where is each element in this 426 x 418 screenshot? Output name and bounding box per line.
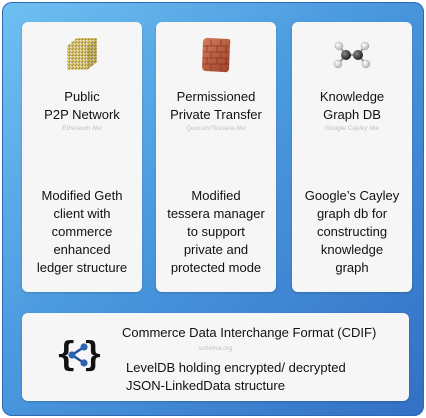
molecule-graph-icon: [292, 34, 412, 76]
card-description: Google’s Cayley graph db for constructin…: [304, 188, 400, 275]
cdif-description: LevelDB holding encrypted/ decrypted JSO…: [126, 360, 346, 393]
public-p2p-card: Public P2P Network Ethereum like Modifie…: [22, 22, 142, 292]
cdif-subtitle: schema.org: [198, 345, 233, 352]
card-subtitle: Ethereum like: [62, 125, 102, 132]
cdif-card: { } Commerce Data Interchange Format (CD…: [22, 313, 409, 401]
card-title: Public P2P Network: [44, 89, 120, 122]
knowledge-graph-card: Knowledge Graph DB Google Cayley like Go…: [292, 22, 412, 292]
svg-text:}: }: [83, 335, 100, 375]
card-subtitle: Google Cayley like: [324, 125, 380, 132]
card-title: Knowledge Graph DB: [319, 89, 385, 122]
card-description: Modified tessera manager to support priv…: [167, 188, 265, 275]
card-description: Modified Geth client with commerce enhan…: [36, 188, 128, 275]
card-title: Permissioned Private Transfer: [170, 89, 262, 122]
card-subtitle: Quorum/Tessera like: [186, 125, 246, 132]
cdif-title: Commerce Data Interchange Format (CDIF): [122, 325, 377, 340]
svg-text:{: {: [56, 335, 76, 375]
brick-wall-icon: [156, 34, 276, 76]
cube-network-icon: [22, 34, 142, 76]
permissioned-transfer-card: Permissioned Private Transfer Quorum/Tes…: [156, 22, 276, 292]
json-ld-icon: { }: [56, 335, 103, 380]
